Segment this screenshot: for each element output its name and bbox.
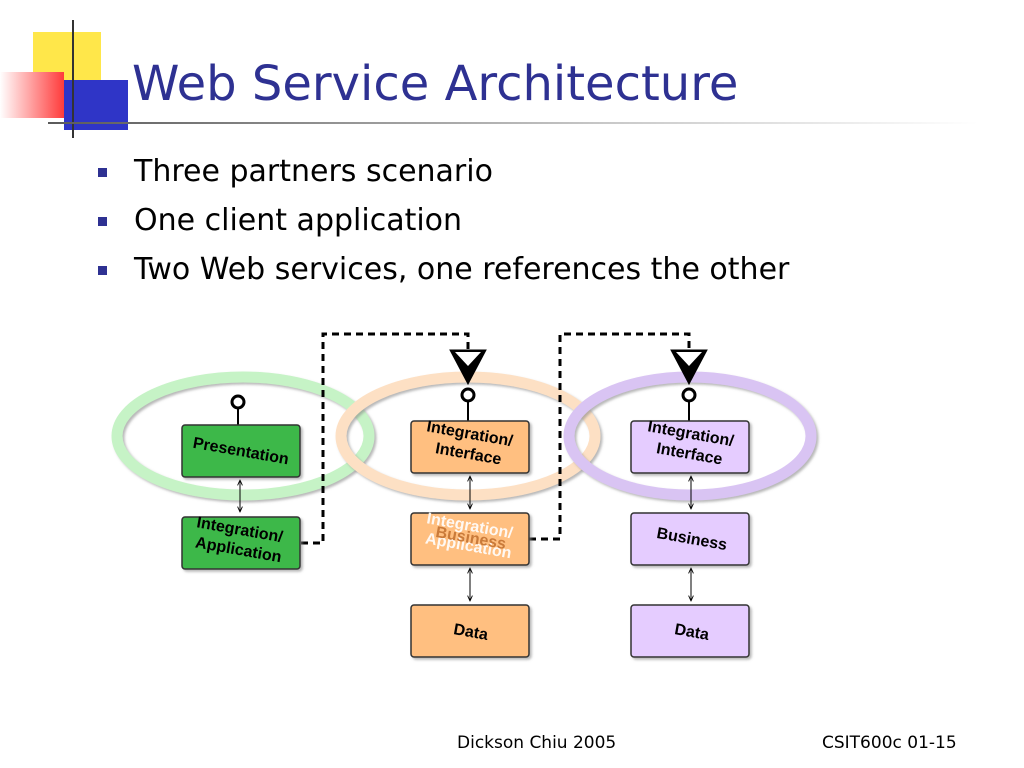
service2-business-box — [630, 512, 750, 566]
bullet-item: Two Web services, one references the oth… — [96, 248, 789, 297]
service1-interface-lollipop-icon — [460, 387, 476, 421]
service2-integration-box — [630, 420, 750, 474]
bullet-item: One client application — [96, 199, 789, 248]
client-presentation-box — [181, 424, 301, 478]
service1-business-box — [410, 512, 530, 566]
service2-data-box — [630, 604, 750, 658]
bullet-list: Three partners scenario One client appli… — [96, 150, 789, 297]
square-bullet-icon — [98, 168, 107, 177]
service1-arrow-notch — [455, 352, 481, 366]
service1-to-service2-dashed-line — [529, 332, 691, 541]
client-ring — [111, 371, 375, 501]
square-bullet-icon — [98, 217, 107, 226]
slide-title: Web Service Architecture — [132, 56, 739, 112]
service2-arrowhead-icon — [670, 349, 708, 386]
service1-data-box — [410, 604, 530, 658]
client-to-service1-dashed-line — [301, 332, 470, 545]
service2-data-label: Data — [673, 621, 710, 644]
footer-slide-number: CSIT600c 01-15 — [822, 733, 957, 753]
square-bullet-icon — [98, 266, 107, 275]
client-integration-box — [181, 516, 301, 570]
service2-interface-lollipop-icon — [681, 387, 697, 421]
service1-data-label: Data — [452, 621, 489, 644]
footer-author: Dickson Chiu 2005 — [457, 733, 617, 753]
bullet-item: Three partners scenario — [96, 150, 789, 199]
service1-integration-box — [410, 420, 530, 474]
client-interface-lollipop-icon — [230, 394, 246, 425]
service2-arrow-notch — [676, 352, 702, 366]
